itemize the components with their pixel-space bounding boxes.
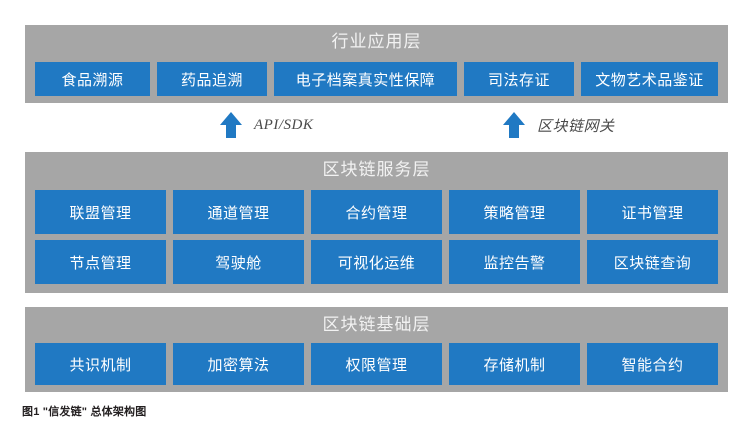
service-node-visual-ops[interactable]: 可视化运维 <box>311 240 442 284</box>
base-node-smart-contract[interactable]: 智能合约 <box>587 343 718 385</box>
connector-label-api-sdk: API/SDK <box>254 116 314 133</box>
service-layer-node-row-2: 节点管理 驾驶舱 可视化运维 监控告警 区块链查询 <box>35 240 718 284</box>
base-node-consensus-mechanism[interactable]: 共识机制 <box>35 343 166 385</box>
app-node-food-traceability[interactable]: 食品溯源 <box>35 62 150 96</box>
service-node-certificate-management[interactable]: 证书管理 <box>587 190 718 234</box>
figure-caption: 图1 "信发链" 总体架构图 <box>22 406 147 418</box>
app-node-drug-traceability[interactable]: 药品追溯 <box>157 62 267 96</box>
service-node-cockpit[interactable]: 驾驶舱 <box>173 240 304 284</box>
base-layer-title: 区块链基础层 <box>322 315 431 334</box>
service-node-policy-management[interactable]: 策略管理 <box>449 190 580 234</box>
service-node-monitoring-alarm[interactable]: 监控告警 <box>449 240 580 284</box>
service-node-node-management[interactable]: 节点管理 <box>35 240 166 284</box>
connector-label-blockchain-gateway: 区块链网关 <box>537 118 615 135</box>
service-node-blockchain-query[interactable]: 区块链查询 <box>587 240 718 284</box>
connector-band: API/SDK 区块链网关 <box>25 108 728 148</box>
base-node-encryption-algorithm[interactable]: 加密算法 <box>173 343 304 385</box>
service-node-channel-management[interactable]: 通道管理 <box>173 190 304 234</box>
base-node-permission-management[interactable]: 权限管理 <box>311 343 442 385</box>
arrow-up-icon <box>503 112 525 138</box>
application-layer-panel: 行业应用层 食品溯源 药品追溯 电子档案真实性保障 司法存证 文物艺术品鉴证 <box>25 25 728 103</box>
arrow-up-icon <box>220 112 242 138</box>
connector-api-sdk: API/SDK <box>220 112 313 138</box>
service-layer-node-row-1: 联盟管理 通道管理 合约管理 策略管理 证书管理 <box>35 190 718 234</box>
service-node-contract-management[interactable]: 合约管理 <box>311 190 442 234</box>
application-layer-node-row: 食品溯源 药品追溯 电子档案真实性保障 司法存证 文物艺术品鉴证 <box>35 62 718 96</box>
app-node-artwork-authentication[interactable]: 文物艺术品鉴证 <box>581 62 718 96</box>
service-node-alliance-management[interactable]: 联盟管理 <box>35 190 166 234</box>
connector-blockchain-gateway: 区块链网关 <box>503 112 615 138</box>
service-layer-panel: 区块链服务层 联盟管理 通道管理 合约管理 策略管理 证书管理 节点管理 驾驶舱… <box>25 152 728 293</box>
app-node-judicial-deposit[interactable]: 司法存证 <box>464 62 574 96</box>
service-layer-title: 区块链服务层 <box>322 160 431 179</box>
base-node-storage-mechanism[interactable]: 存储机制 <box>449 343 580 385</box>
base-layer-panel: 区块链基础层 共识机制 加密算法 权限管理 存储机制 智能合约 <box>25 307 728 392</box>
application-layer-title: 行业应用层 <box>331 32 422 51</box>
base-layer-node-row: 共识机制 加密算法 权限管理 存储机制 智能合约 <box>35 343 718 385</box>
app-node-archive-authenticity[interactable]: 电子档案真实性保障 <box>274 62 457 96</box>
